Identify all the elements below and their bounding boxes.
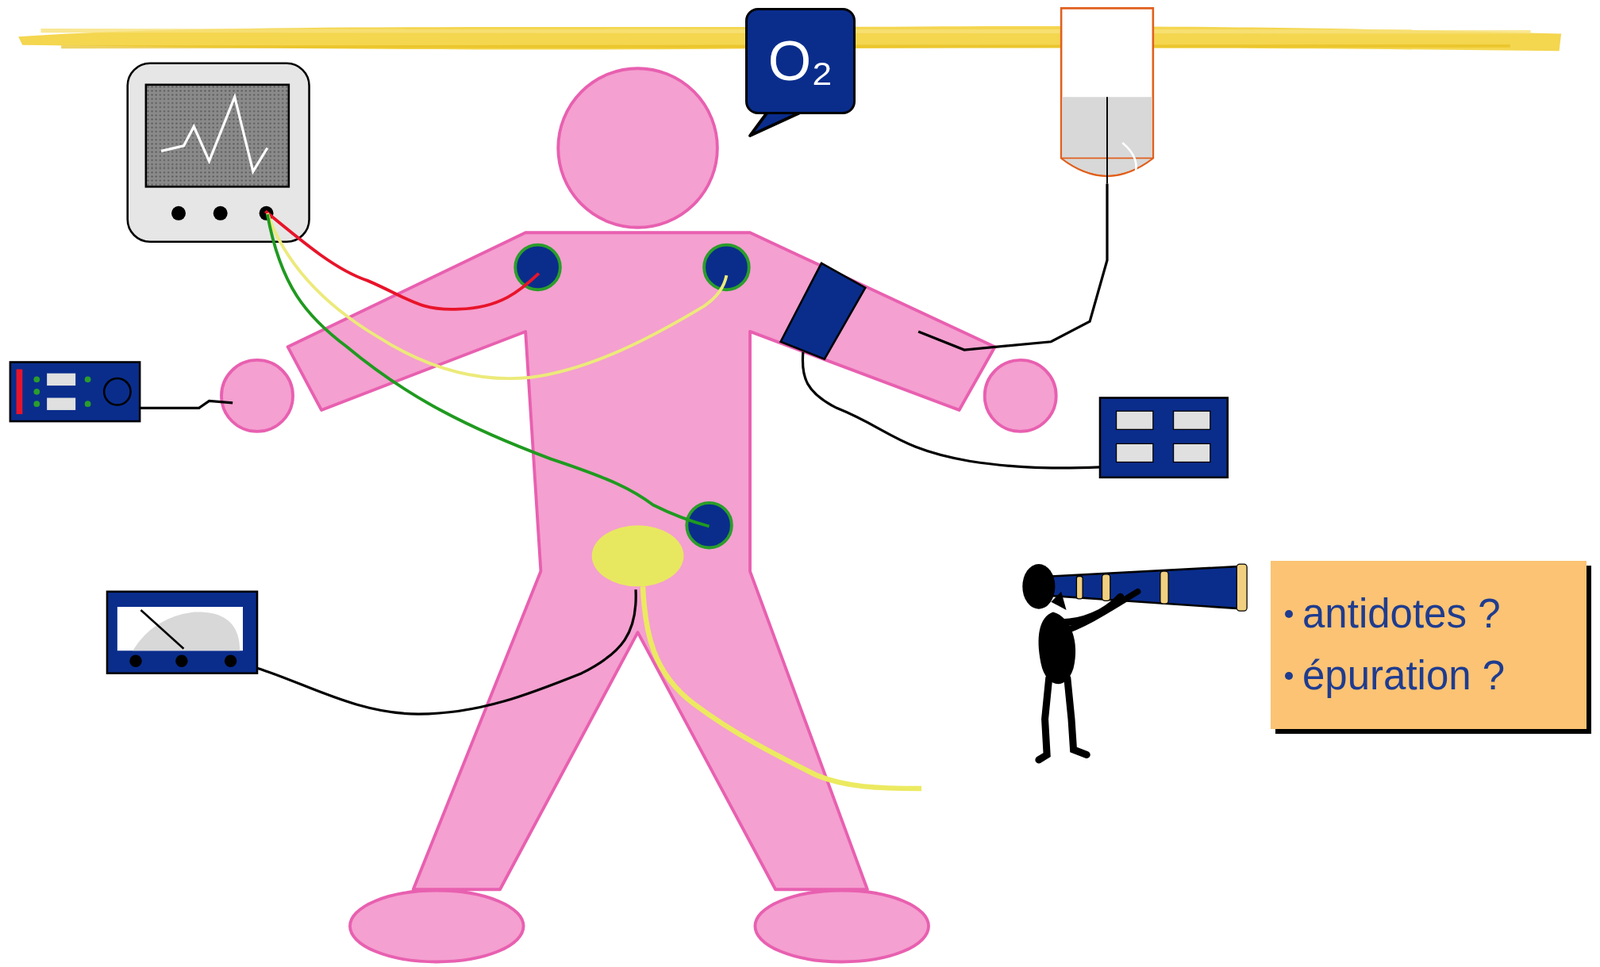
pulse-oximeter	[10, 362, 233, 423]
bullet-dot	[1284, 672, 1293, 681]
speech-bubble: O₂	[745, 7, 856, 115]
iv-line	[918, 184, 1108, 351]
oxygen-label: O₂	[768, 30, 834, 93]
note-text: antidotes ?	[1302, 592, 1501, 637]
ecg-monitor	[127, 63, 310, 243]
patient-body	[221, 68, 1057, 962]
text-row: antidotes ?	[1284, 592, 1501, 637]
observer-telescope	[1022, 564, 1247, 761]
ecg-wires	[265, 211, 727, 527]
text-row: O₂	[768, 30, 834, 93]
text-row: épuration ?	[1284, 653, 1505, 699]
bubble-tail	[750, 112, 801, 137]
ecg-electrodes	[515, 245, 749, 549]
note-box: antidotes ? épuration ?	[1270, 561, 1587, 730]
bp-cuff	[780, 263, 1228, 478]
iv-bag	[1061, 7, 1154, 184]
bladder	[592, 525, 685, 587]
urine-meter	[107, 589, 636, 715]
urinary-catheter	[642, 586, 922, 789]
note-text: épuration ?	[1302, 653, 1505, 699]
bullet-dot	[1284, 610, 1293, 619]
